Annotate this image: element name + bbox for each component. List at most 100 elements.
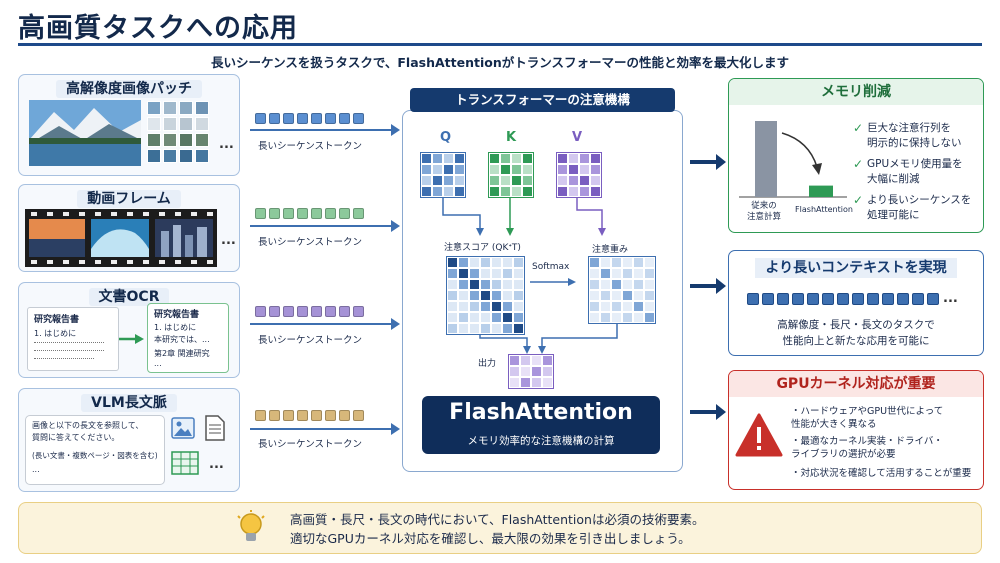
matrix-cell xyxy=(600,279,611,290)
token-label: 長いシーケンストークン xyxy=(258,141,363,152)
panel-longer-context: より長いコンテキストを実現 ... 高解像度・長尺・長文のタスクで 性能向上と新… xyxy=(728,250,984,356)
token xyxy=(822,293,834,305)
matrix-cell xyxy=(458,312,469,323)
arrow-to-transformer xyxy=(250,220,400,232)
token xyxy=(255,113,266,124)
token xyxy=(792,293,804,305)
matrix-cell xyxy=(557,164,568,175)
gpu-point-1: ・ハードウェアやGPU世代によって 性能が大きく異なる xyxy=(791,406,944,430)
arrow-to-transformer xyxy=(250,318,400,330)
k-label: K xyxy=(506,130,517,145)
matrix-cell xyxy=(491,301,502,312)
token xyxy=(747,293,759,305)
matrix-cell xyxy=(590,175,601,186)
matrix-cell xyxy=(611,279,622,290)
key-matrix xyxy=(488,152,534,198)
token xyxy=(852,293,864,305)
matrix-cell xyxy=(557,186,568,197)
matrix-cell xyxy=(622,268,633,279)
context-description: 高解像度・長尺・長文のタスクで 性能向上と新たな応用を可能に xyxy=(777,319,935,347)
panel-high-res-image: 高解像度画像パッチ ... xyxy=(18,74,240,176)
token xyxy=(311,113,322,124)
matrix-cell xyxy=(579,175,590,186)
summary-banner xyxy=(18,502,982,554)
matrix-cell xyxy=(469,257,480,268)
matrix-cell xyxy=(421,186,432,197)
context-title: より長いコンテキストを実現 xyxy=(729,255,983,281)
matrix-cell xyxy=(509,355,520,366)
matrix-cell xyxy=(611,301,622,312)
token xyxy=(325,208,336,219)
token-sequence xyxy=(255,208,364,219)
memory-point-1: 巨大な注意行列を 明示的に保持しない xyxy=(867,122,962,149)
matrix-cell xyxy=(489,186,500,197)
token xyxy=(283,113,294,124)
matrix-cell xyxy=(633,301,644,312)
flashattention-badge xyxy=(422,396,660,454)
token xyxy=(269,113,280,124)
arrow-to-context xyxy=(690,278,726,294)
prompt-text-box: 画像と以下の長文を参照して、 質問に答えてください。 (長い文書・複数ページ・図… xyxy=(25,415,165,485)
matrix-cell xyxy=(633,279,644,290)
matrix-cell xyxy=(447,290,458,301)
matrix-cell xyxy=(542,366,553,377)
matrix-cell xyxy=(489,153,500,164)
token xyxy=(283,410,294,421)
matrix-cell xyxy=(421,153,432,164)
arrow-to-transformer xyxy=(250,124,400,136)
matrix-cell xyxy=(500,175,511,186)
token xyxy=(297,410,308,421)
matrix-cell xyxy=(480,279,491,290)
token xyxy=(927,293,939,305)
token xyxy=(807,293,819,305)
matrix-cell xyxy=(469,279,480,290)
matrix-cell xyxy=(489,175,500,186)
matrix-cell xyxy=(579,153,590,164)
matrix-cell xyxy=(600,290,611,301)
matrix-cell xyxy=(511,164,522,175)
matrix-cell xyxy=(480,312,491,323)
memory-bar-chart xyxy=(739,121,847,198)
arrow-to-transformer xyxy=(250,423,400,435)
token xyxy=(837,293,849,305)
matrix-cell xyxy=(469,312,480,323)
matrix-cell xyxy=(454,164,465,175)
panel-gpu-kernel: GPUカーネル対応が重要 ・ハードウェアやGPU世代によって 性能が大きく異なる… xyxy=(728,370,984,490)
matrix-cell xyxy=(590,153,601,164)
matrix-cell xyxy=(513,268,524,279)
matrix-cell xyxy=(502,323,513,334)
matrix-cell xyxy=(500,186,511,197)
token xyxy=(762,293,774,305)
panel-vlm-long-context: VLM長文脈 画像と以下の長文を参照して、 質問に答えてください。 (長い文書・… xyxy=(18,388,240,492)
matrix-cell xyxy=(557,153,568,164)
page-title: 高画質タスクへの応用 xyxy=(18,13,298,44)
token xyxy=(339,306,350,317)
matrix-cell xyxy=(502,301,513,312)
continuation-dots: ... xyxy=(209,457,224,472)
token xyxy=(353,113,364,124)
arrow-to-memory xyxy=(690,154,726,170)
token xyxy=(297,306,308,317)
matrix-cell xyxy=(531,377,542,388)
film-strip-image xyxy=(25,209,217,267)
output-label: 出力 xyxy=(478,359,497,369)
matrix-cell xyxy=(511,186,522,197)
matrix-cell xyxy=(522,186,533,197)
matrix-cell xyxy=(491,323,502,334)
token-sequence xyxy=(255,113,364,124)
matrix-cell xyxy=(458,279,469,290)
token xyxy=(311,410,322,421)
attention-score-label: 注意スコア (QKᐩT) xyxy=(444,243,521,253)
matrix-cell xyxy=(531,355,542,366)
matrix-cell xyxy=(432,164,443,175)
matrix-cell xyxy=(600,312,611,323)
matrix-cell xyxy=(447,279,458,290)
attention-weights-label: 注意重み xyxy=(592,245,629,255)
matrix-cell xyxy=(520,366,531,377)
continuation-dots: ... xyxy=(943,291,958,306)
matrix-cell xyxy=(491,290,502,301)
token xyxy=(339,113,350,124)
value-matrix xyxy=(556,152,602,198)
matrix-cell xyxy=(513,279,524,290)
q-label: Q xyxy=(440,130,452,145)
